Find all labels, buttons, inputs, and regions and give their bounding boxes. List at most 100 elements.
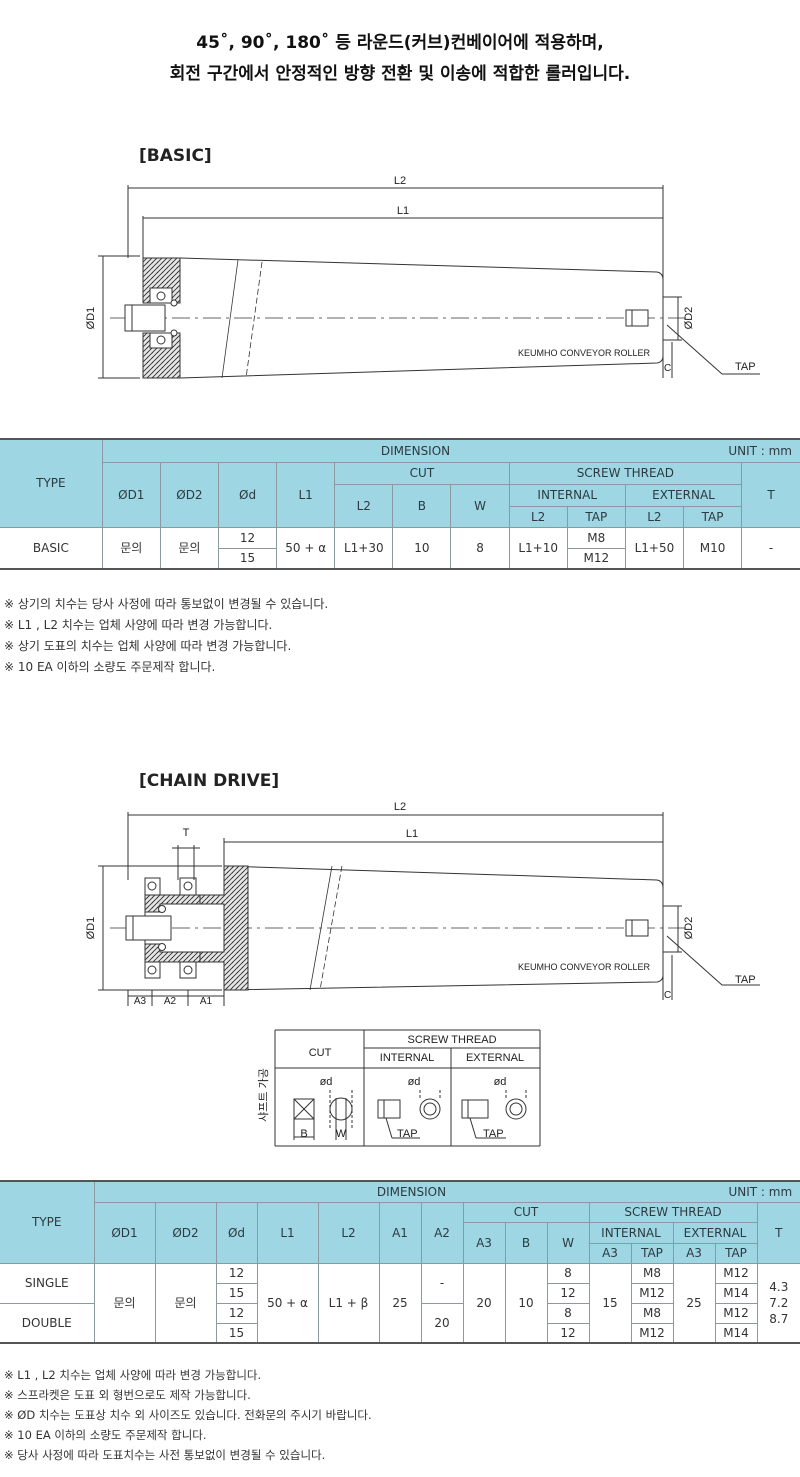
basic-note-2: ※ L1 , L2 치수는 업체 사양에 따라 변경 가능합니다. xyxy=(4,618,273,632)
basic-note-4: ※ 10 EA 이하의 소량도 주문제작 합니다. xyxy=(4,660,216,674)
shaft-d-label-1: ød xyxy=(320,1076,333,1088)
chain-cell-d1: 문의 xyxy=(93,1262,156,1344)
shaft-machining-diagram: 샤프트 가공 CUT SCREW THREAD INTERNAL EXTERNA… xyxy=(257,1029,541,1147)
shaft-screw-label: SCREW THREAD xyxy=(407,1034,496,1046)
basic-cell-int-tap-a: M8 xyxy=(566,526,626,549)
basic-c-label: C xyxy=(664,363,671,374)
basic-th-d1: ØD1 xyxy=(101,461,161,528)
basic-l2-label: L2 xyxy=(394,175,406,187)
table-row: BASIC 문의 문의 12 50 + α L1+30 10 8 L1+10 M… xyxy=(0,526,800,570)
basic-cell-d-b: 15 xyxy=(217,547,278,570)
shaft-d-label-3: ød xyxy=(494,1076,507,1088)
chain-section-title: [CHAIN DRIVE] xyxy=(139,771,280,791)
chain-cell-b: 10 xyxy=(504,1262,548,1344)
chain-cell-w-3: 8 xyxy=(546,1302,590,1324)
chain-cell-int-tap-3: M8 xyxy=(630,1302,674,1324)
chain-cell-w-4: 12 xyxy=(546,1322,590,1344)
basic-th-external: EXTERNAL xyxy=(624,483,743,507)
chain-l2-label: L2 xyxy=(394,801,406,813)
chain-cell-a2-double: 20 xyxy=(420,1302,464,1344)
basic-cell-l1: 50 + α xyxy=(276,526,336,570)
chain-th-cut: CUT xyxy=(462,1201,590,1223)
chain-unit-label: UNIT : mm xyxy=(728,1184,793,1199)
chain-cell-single: SINGLE xyxy=(0,1262,95,1304)
chain-cell-l1: 50 + α xyxy=(256,1262,319,1344)
basic-dimension-table: TYPE DIMENSION UNIT : mm ØD1 ØD2 Ød L1 C… xyxy=(0,438,800,570)
basic-cell-l2: L1+30 xyxy=(334,526,394,570)
basic-th-d: Ød xyxy=(217,461,278,528)
chain-cell-ext-tap-2: M14 xyxy=(714,1282,758,1304)
table-row: SINGLE 문의 문의 12 50 + α L1 + β 25 - 20 10… xyxy=(0,1262,800,1344)
chain-roller-drawing: L2 L1 T ØD1 ØD2 KEUMHO CONVEYOR ROLLER C… xyxy=(85,801,760,1007)
shaft-tap-label-2: TAP xyxy=(483,1128,504,1140)
basic-th-dimension: DIMENSION UNIT : mm xyxy=(101,438,800,463)
chain-th-external: EXTERNAL xyxy=(672,1221,758,1244)
chain-c-label: C xyxy=(664,990,671,1001)
chain-cell-d-1: 12 xyxy=(215,1262,258,1284)
chain-cell-t-3: 8.7 xyxy=(769,1311,789,1326)
chain-th-ext-tap: TAP xyxy=(714,1242,758,1264)
basic-brand-label: KEUMHO CONVEYOR ROLLER xyxy=(518,348,651,358)
shaft-external-label: EXTERNAL xyxy=(466,1052,524,1064)
basic-th-screw: SCREW THREAD xyxy=(508,461,743,485)
chain-cell-w-2: 12 xyxy=(546,1282,590,1304)
basic-cell-w: 8 xyxy=(450,526,510,570)
chain-cell-ext-tap-3: M12 xyxy=(714,1302,758,1324)
intro-line-2: 회전 구간에서 안정적인 방향 전환 및 이송에 적합한 롤러입니다. xyxy=(169,64,631,84)
basic-note-1: ※ 상기의 치수는 당사 사정에 따라 통보없이 변경될 수 있습니다. xyxy=(4,597,329,611)
chain-th-a2: A2 xyxy=(420,1201,464,1264)
basic-th-w: W xyxy=(450,483,510,528)
chain-tap-label: TAP xyxy=(735,974,756,986)
chain-cell-l2: L1 + β xyxy=(317,1262,380,1344)
basic-th-l1: L1 xyxy=(276,461,336,528)
chain-cell-int-a3: 15 xyxy=(588,1262,632,1344)
chain-cell-d-3: 12 xyxy=(215,1302,258,1324)
chain-cell-d-2: 15 xyxy=(215,1282,258,1304)
basic-section-title: [BASIC] xyxy=(139,146,212,166)
basic-cell-d1: 문의 xyxy=(101,526,161,570)
chain-cell-a3: 20 xyxy=(462,1262,506,1344)
basic-cell-d2: 문의 xyxy=(159,526,219,570)
chain-brand-label: KEUMHO CONVEYOR ROLLER xyxy=(518,962,651,972)
chain-th-b: B xyxy=(504,1221,548,1264)
chain-th-d2: ØD2 xyxy=(154,1201,217,1264)
chain-note-4: ※ 10 EA 이하의 소량도 주문제작 합니다. xyxy=(4,1428,207,1442)
table-row: 15 M12 xyxy=(0,547,800,570)
chain-a2-label: A2 xyxy=(164,996,177,1007)
shaft-tap-label-1: TAP xyxy=(397,1128,418,1140)
basic-th-dimension-label: DIMENSION xyxy=(380,443,451,458)
chain-cell-int-tap-1: M8 xyxy=(630,1262,674,1284)
chain-cell-int-tap-4: M12 xyxy=(630,1322,674,1344)
chain-d1-label: ØD1 xyxy=(85,917,97,940)
chain-a3-label: A3 xyxy=(134,996,147,1007)
basic-d1-label: ØD1 xyxy=(85,307,97,330)
basic-th-internal: INTERNAL xyxy=(508,483,626,507)
basic-d2-label: ØD2 xyxy=(683,307,695,330)
chain-dimension-table: TYPE DIMENSION UNIT : mm ØD1 ØD2 Ød L1 L… xyxy=(0,1180,800,1344)
intro-text: 45˚, 90˚, 180˚ 등 라운드(커브)컨베이어에 적용하며, 회전 구… xyxy=(0,28,800,90)
shaft-side-label: 샤프트 가공 xyxy=(257,1068,270,1122)
chain-cell-t-2: 7.2 xyxy=(769,1295,789,1310)
chain-th-d: Ød xyxy=(215,1201,258,1264)
shaft-w-label: W xyxy=(336,1128,347,1140)
chain-cell-t-1: 4.3 xyxy=(769,1279,789,1294)
basic-notes: ※ 상기의 치수는 당사 사정에 따라 통보없이 변경될 수 있습니다. ※ L… xyxy=(4,594,328,678)
basic-cell-t: - xyxy=(741,526,800,570)
chain-note-3: ※ ØD 치수는 도표상 치수 외 사이즈도 있습니다. 전화문의 주시기 바랍… xyxy=(4,1408,372,1422)
basic-cell-ext-l2: L1+50 xyxy=(624,526,684,570)
chain-note-5: ※ 당사 사정에 따라 도표치수는 사전 통보없이 변경될 수 있습니다. xyxy=(4,1448,326,1462)
basic-th-b: B xyxy=(392,483,452,528)
basic-th-l2: L2 xyxy=(334,483,394,528)
basic-th-int-l2: L2 xyxy=(508,505,568,528)
basic-note-3: ※ 상기 도표의 치수는 업체 사양에 따라 변경 가능합니다. xyxy=(4,639,292,653)
chain-cell-t: 4.3 7.2 8.7 xyxy=(756,1262,800,1344)
basic-th-int-tap: TAP xyxy=(566,505,626,528)
chain-th-dimension-label: DIMENSION xyxy=(376,1184,447,1199)
shaft-internal-label: INTERNAL xyxy=(380,1052,434,1064)
shaft-d-label-2: ød xyxy=(408,1076,421,1088)
chain-th-dimension: DIMENSION UNIT : mm xyxy=(93,1180,800,1203)
chain-th-l1: L1 xyxy=(256,1201,319,1264)
basic-th-type: TYPE xyxy=(0,438,103,528)
table-row: 15 12 M12 M14 xyxy=(0,1282,800,1304)
chain-cell-d2: 문의 xyxy=(154,1262,217,1344)
